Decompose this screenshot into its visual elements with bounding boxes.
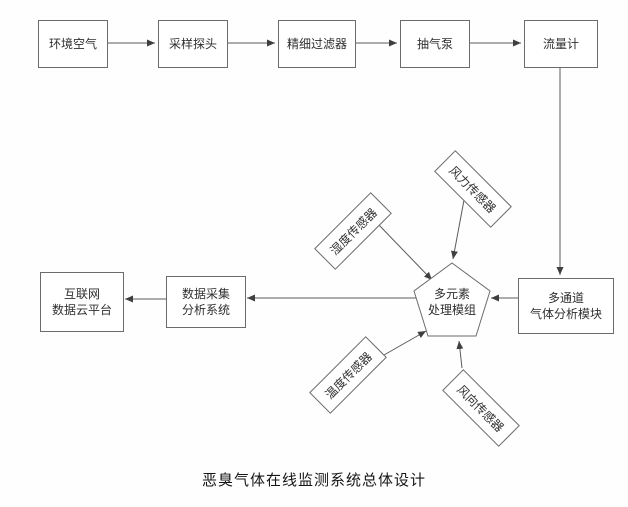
arrow-humidity-to-processor	[377, 223, 433, 281]
node-label-line1: 互联网	[63, 286, 100, 301]
node-label: 采样探头	[168, 36, 217, 51]
node-flow-meter: 流量计	[524, 20, 598, 68]
node-fine-filter: 精细过滤器	[278, 20, 356, 68]
node-sampling-probe: 采样探头	[158, 20, 228, 68]
node-label-line2: 气体分析模块	[529, 307, 602, 321]
arrow-temperature-to-processor	[383, 330, 427, 356]
node-gas-analysis-module: 多通道 气体分析模块	[518, 278, 614, 334]
arrow-windforce-to-processor	[451, 199, 465, 260]
node-label-line1: 多通道	[547, 290, 584, 305]
node-internet-cloud-platform: 互联网 数据云平台	[40, 272, 124, 332]
node-environment-air: 环境空气	[38, 20, 108, 68]
node-label: 环境空气	[48, 36, 97, 51]
node-label: 抽气泵	[416, 36, 453, 51]
node-processor-label: 多元素 处理模组	[412, 286, 492, 318]
node-air-pump: 抽气泵	[400, 20, 470, 68]
node-label: 精细过滤器	[286, 36, 347, 51]
arrow-winddirection-to-processor	[456, 340, 464, 369]
node-label-line2: 数据云平台	[51, 303, 112, 317]
node-data-collection-system: 数据采集 分析系统	[166, 276, 246, 328]
node-label-line1: 多元素	[433, 287, 470, 301]
node-label-line2: 处理模组	[427, 303, 476, 318]
processor-pentagon	[413, 262, 491, 337]
node-label: 流量计	[542, 36, 579, 51]
diagram-caption: 恶臭气体在线监测系统总体设计	[201, 472, 426, 489]
node-label-line1: 数据采集	[181, 286, 230, 301]
node-label-line2: 分析系统	[181, 303, 230, 317]
